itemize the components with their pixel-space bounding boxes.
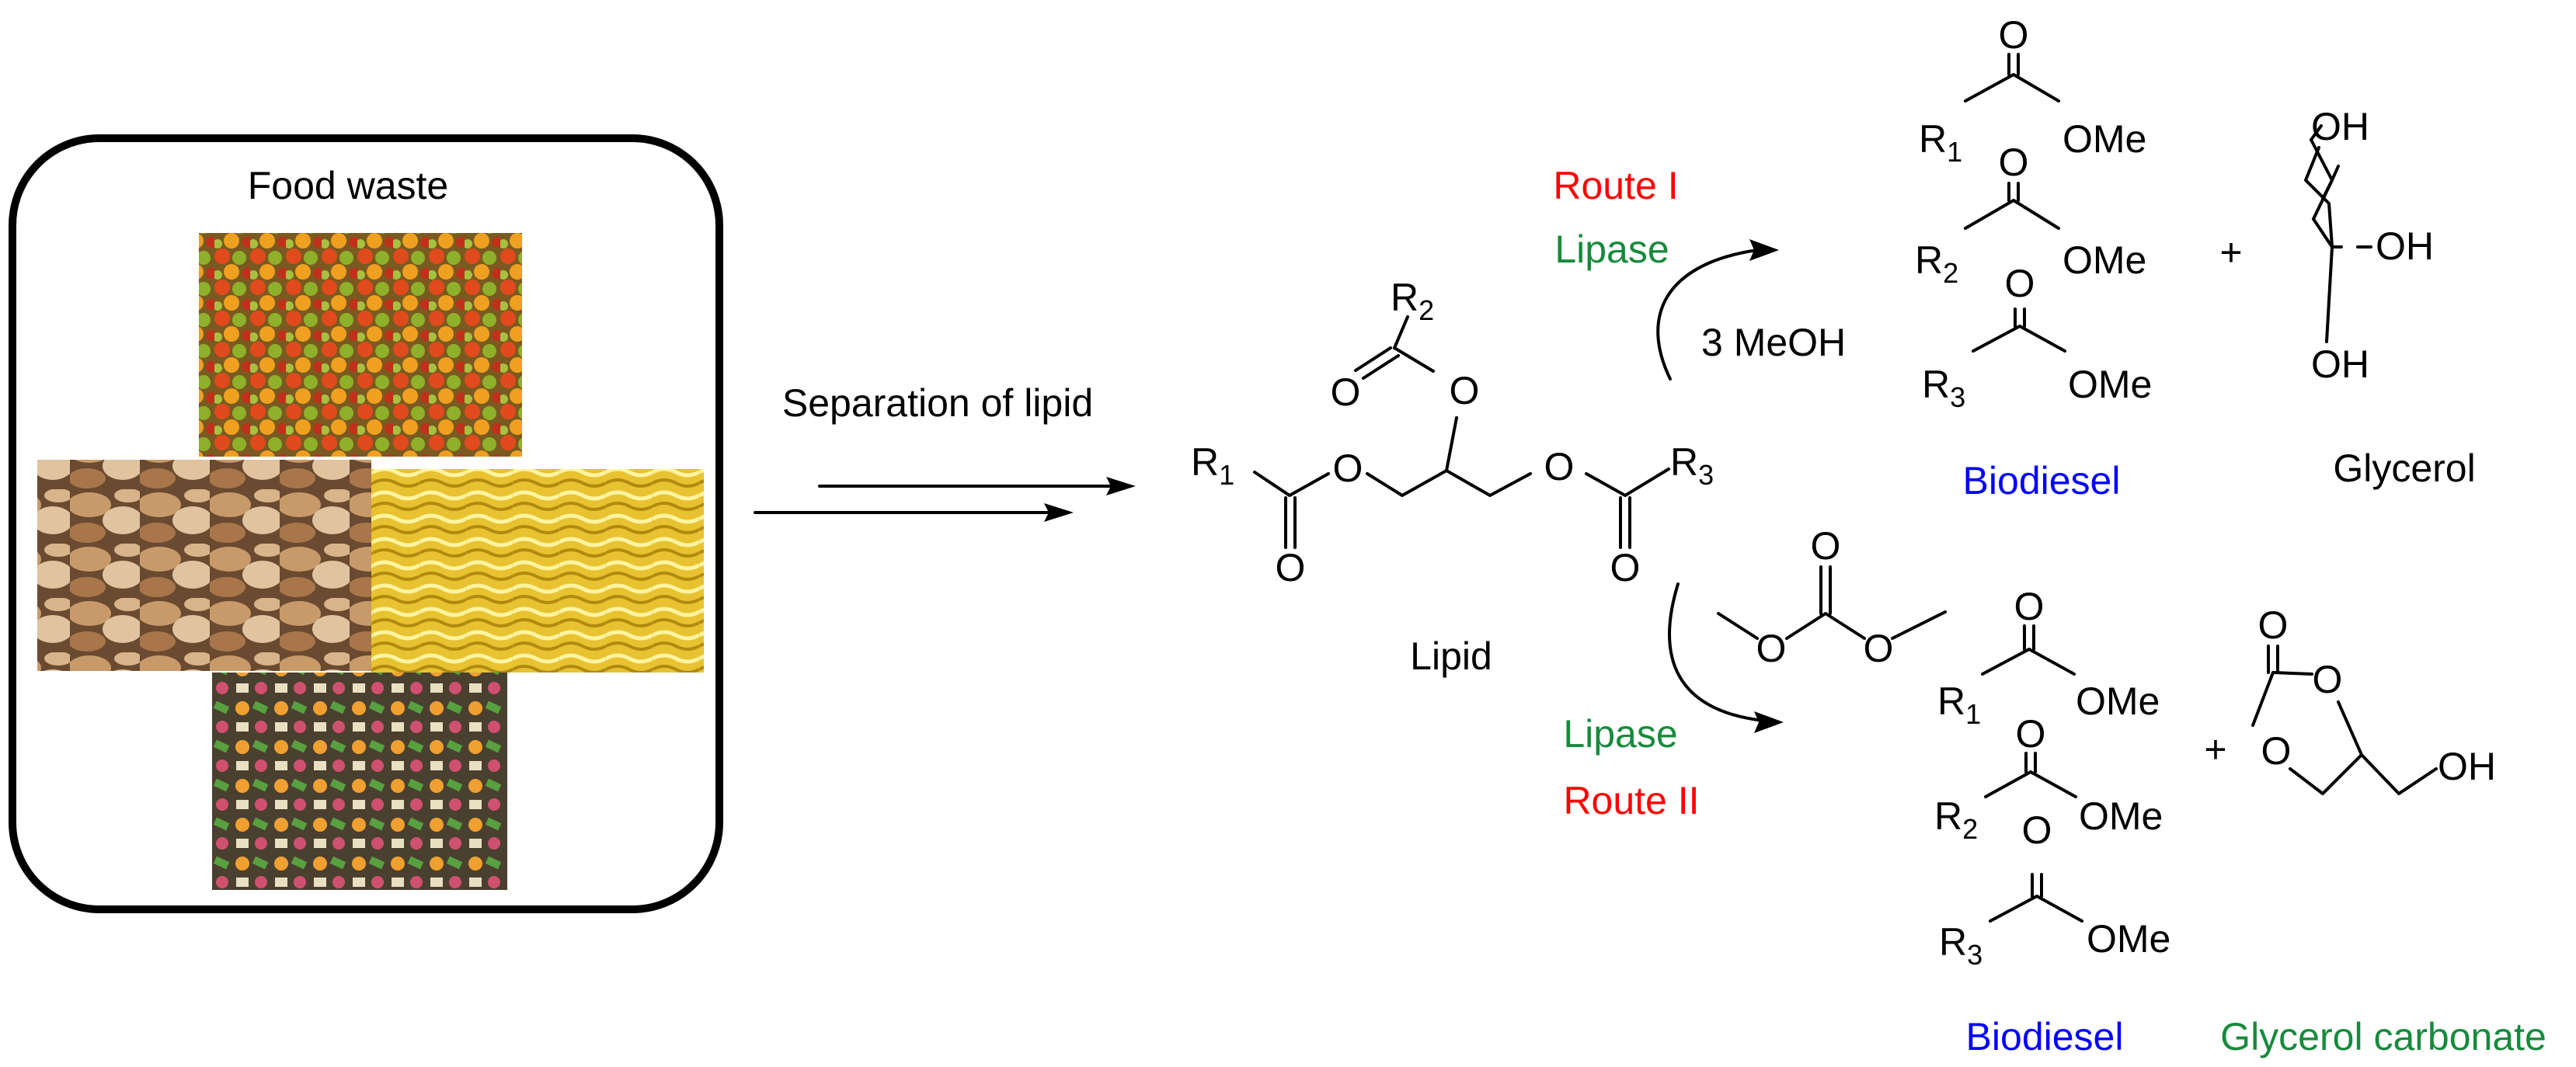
lipid-o-carbonyl-3: O [1610,546,1641,589]
lipid-r1: R1 [1191,440,1234,491]
ome-3: OMe [2068,363,2152,406]
svg-text:O: O [1756,627,1787,670]
glycerol-structure: OH OH OH [2304,105,2434,386]
food-waste-panel: Food waste [9,134,723,913]
svg-text:O: O [1999,13,2029,57]
r3-label: R3 [1922,363,1965,413]
dimethyl-carbonate: O O O [1717,524,1947,670]
route-1-glycerol-label: Glycerol [2333,447,2475,490]
ome-5: OMe [2079,794,2163,838]
svg-text:O: O [2258,603,2289,647]
separation-arrow: Separation of lipid [754,381,1136,522]
fruit-waste-photo [199,233,522,457]
separation-label: Separation of lipid [782,381,1093,425]
food-waste-title: Food waste [248,164,448,207]
route-2-label: Route II [1563,779,1699,822]
mixed-waste-photo [212,673,507,890]
r2-label: R2 [1915,238,1958,289]
route-2-plus: + [2204,728,2226,771]
route-1: Route I Lipase 3 MeOH O R1 OMe O R2 OMe … [1553,13,2475,502]
r2-label-2: R2 [1934,794,1978,845]
carbonate-oh: OH [2438,745,2496,788]
lipid-o-ester-1: O [1333,447,1363,490]
lipid-label: Lipid [1410,634,1492,678]
lipid-structure: R1 O O O O R2 O O R3 Lipid [1191,276,1714,678]
route-1-label: Route I [1553,164,1678,207]
route-1-reagent: 3 MeOH [1701,321,1846,364]
svg-text:O: O [2022,808,2052,852]
ome-4: OMe [2076,679,2160,723]
route-2-esters: O R1 OMe O R2 OMe O R3 OMe [1934,585,2170,971]
route-1-plus: + [2219,231,2242,274]
svg-text:O: O [1811,524,1841,568]
route-1-enzyme: Lipase [1554,228,1669,271]
route-1-biodiesel-label: Biodiesel [1963,459,2121,502]
r1-label: R1 [1919,117,1962,168]
glycerol-oh-3: OH [2311,342,2369,386]
svg-text:O: O [2016,712,2046,756]
svg-text:O: O [2313,658,2343,701]
route-1-esters: O R1 OMe O R2 OMe O R3 OMe [1915,13,2152,413]
glycerol-oh-1: OH [2311,105,2369,148]
glycerol-oh-2: OH [2376,224,2434,268]
ome-1: OMe [2063,117,2146,161]
route-2-biodiesel-label: Biodiesel [1966,1015,2124,1058]
svg-text:O: O [2005,262,2035,305]
lipid-o-carbonyl-1: O [1276,546,1306,589]
lipid-o-ester-2: O [1450,369,1480,412]
svg-text:O: O [1999,141,2029,184]
route-2: O O O Lipase Route II O R1 OMe O R2 OMe … [1563,524,2546,1058]
bread-waste-photo [37,460,371,671]
panel-frame [9,134,723,913]
r1-label-2: R1 [1937,679,1981,730]
svg-text:O: O [2261,729,2292,773]
route-2-enzyme: Lipase [1563,712,1677,756]
ome-6: OMe [2087,917,2170,961]
svg-text:O: O [2014,585,2045,628]
lipid-r3: R3 [1670,440,1714,491]
route-2-glycerol-carbonate-label: Glycerol carbonate [2220,1015,2546,1058]
lipid-o-ester-3: O [1544,445,1575,488]
lipid-r2: R2 [1391,276,1434,326]
glycerol-carbonate-structure: O O O OH [2251,603,2496,795]
lipid-o-carbonyl-2: O [1331,370,1361,414]
svg-text:O: O [1864,627,1894,670]
noodle-waste-photo [371,469,704,673]
r3-label-2: R3 [1939,920,1982,971]
ome-2: OMe [2063,238,2146,282]
